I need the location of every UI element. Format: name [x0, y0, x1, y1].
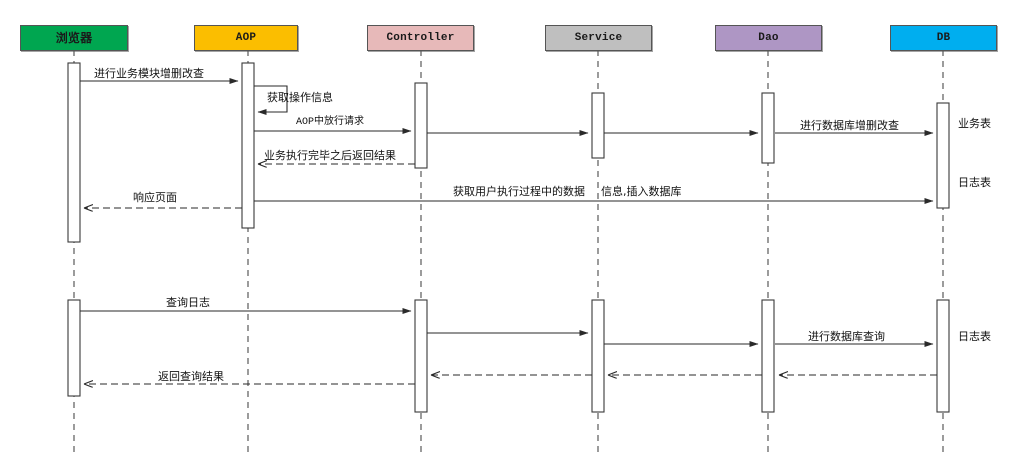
message-label-m3: AOP中放行请求	[296, 117, 365, 128]
participant-db-label: DB	[936, 31, 951, 44]
participant-browser-label: 浏览器	[55, 31, 93, 45]
participant-dao[interactable]: Dao	[715, 25, 822, 51]
participant-dao-label: Dao	[758, 31, 779, 44]
participant-service[interactable]: Service	[545, 25, 652, 51]
participant-controller-label: Controller	[386, 31, 455, 44]
message-label-m8: 获取用户执行过程中的数据	[453, 185, 585, 198]
message-label-m14: 进行数据库查询	[808, 330, 885, 343]
message-label-m9: 信息,插入数据库	[601, 185, 682, 198]
activation-controller-1	[414, 82, 428, 169]
activation-bars-lower	[67, 299, 950, 413]
note-db-log-table-upper: 日志表	[958, 176, 991, 189]
note-db-log-table-lower: 日志表	[958, 330, 991, 343]
activation-dao-2	[761, 299, 775, 413]
message-arrows-upper	[80, 78, 934, 208]
note-db-business-table: 业务表	[958, 117, 991, 130]
activation-service-1	[591, 92, 605, 159]
activation-browser-2	[67, 299, 81, 397]
activation-browser-1	[67, 62, 81, 243]
message-label-m18: 返回查询结果	[158, 370, 224, 383]
arrow-m2-self	[254, 85, 288, 115]
activation-db-2	[936, 299, 950, 413]
participant-browser[interactable]: 浏览器	[20, 25, 128, 51]
activation-service-2	[591, 299, 605, 413]
message-label-m11: 查询日志	[166, 296, 210, 309]
lifelines	[73, 50, 944, 455]
participant-service-label: Service	[574, 31, 623, 44]
activation-aop-1	[241, 62, 255, 229]
message-label-m4: 业务执行完毕之后返回结果	[264, 149, 396, 162]
message-label-m7: 进行数据库增删改查	[800, 119, 899, 132]
activation-controller-2	[414, 299, 428, 413]
message-arrows-lower	[80, 308, 937, 384]
message-label-m2: 获取操作信息	[267, 91, 333, 104]
participant-aop-label: AOP	[235, 31, 257, 44]
message-label-m10: 响应页面	[133, 191, 177, 204]
activation-db-1	[936, 102, 950, 209]
participant-aop[interactable]: AOP	[194, 25, 298, 51]
activation-bars-upper	[67, 62, 950, 243]
activation-dao-1	[761, 92, 775, 164]
participant-controller[interactable]: Controller	[367, 25, 474, 51]
participant-db[interactable]: DB	[890, 25, 997, 51]
message-label-m1: 进行业务模块增删改查	[94, 67, 204, 80]
